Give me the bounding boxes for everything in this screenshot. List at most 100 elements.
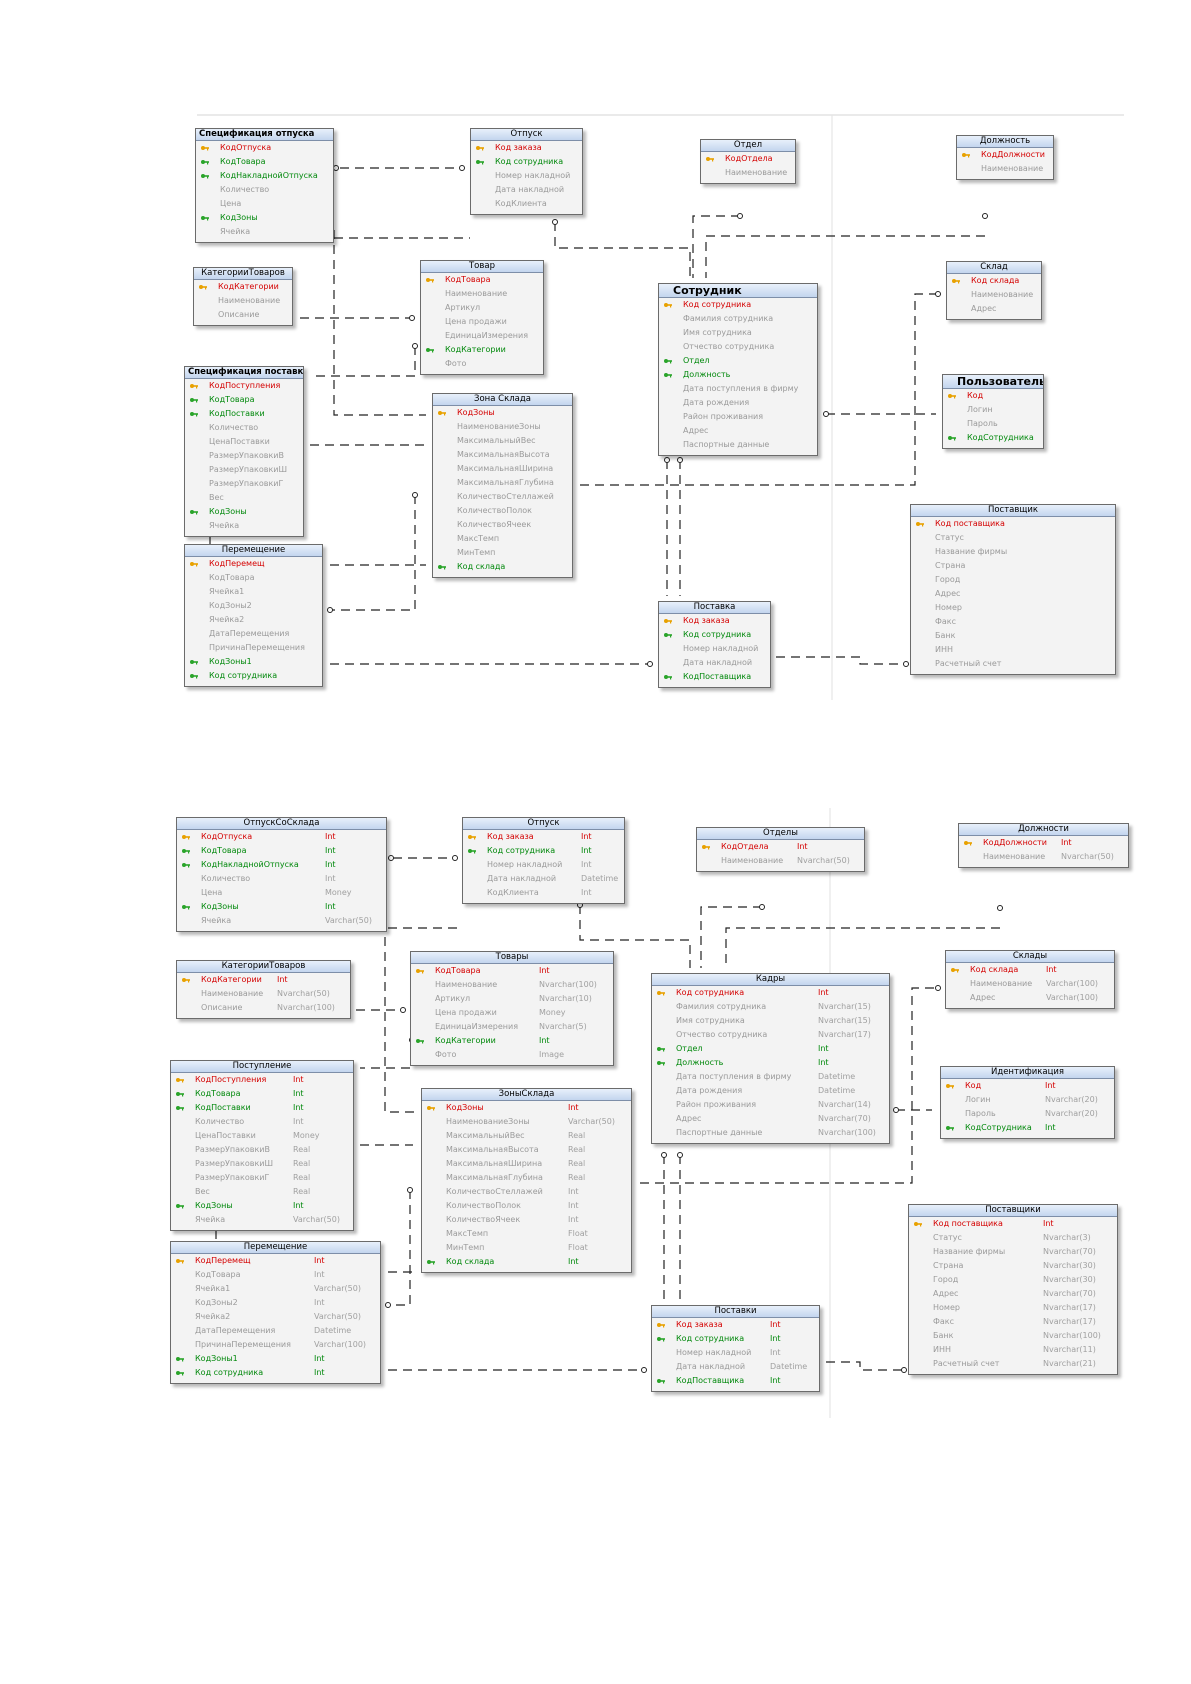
field-name: КодЗоны2 <box>209 601 252 610</box>
field-type: Int <box>568 1187 579 1196</box>
field-name: Номер <box>933 1303 960 1312</box>
table-field: Адрес <box>911 587 1115 601</box>
table-field: КодТовара <box>421 273 543 287</box>
field-name: КоличествоПолок <box>457 506 532 515</box>
field-type: Nvarchar(10) <box>539 994 592 1003</box>
field-type: Float <box>568 1243 588 1252</box>
field-type: Nvarchar(100) <box>277 1003 335 1012</box>
field-name: КодПоставки <box>209 409 265 418</box>
field-name: Район проживания <box>676 1100 757 1109</box>
field-name: Расчетный счет <box>935 659 1002 668</box>
table-field: КодЗоны <box>185 505 303 519</box>
key-icon <box>199 285 207 290</box>
field-name: КодТовара <box>195 1270 241 1279</box>
field-name: КодЗоны1 <box>195 1354 238 1363</box>
key-icon <box>468 849 476 854</box>
field-type: Nvarchar(15) <box>818 1002 871 1011</box>
field-name: КодСотрудника <box>967 433 1034 442</box>
field-name: Адрес <box>935 589 961 598</box>
key-icon <box>702 845 710 850</box>
field-name: ДатаПеремещения <box>195 1326 276 1335</box>
key-icon <box>182 863 190 868</box>
field-name: Код заказа <box>676 1320 723 1329</box>
field-name: Код сотрудника <box>487 846 556 855</box>
field-name: Код заказа <box>487 832 534 841</box>
table-field: Код сотрудника <box>185 669 322 683</box>
key-icon <box>176 1371 184 1376</box>
table-field: Цена продажи <box>421 315 543 329</box>
table-field: Код сотрудника <box>659 628 770 642</box>
field-name: Город <box>933 1275 959 1284</box>
key-icon <box>182 835 190 840</box>
field-name: КодЗоны2 <box>195 1298 238 1307</box>
field-type: Nvarchar(20) <box>1045 1109 1098 1118</box>
table-field: КодЗоны1 <box>185 655 322 669</box>
table-field: КодТовара <box>185 393 303 407</box>
field-type: Real <box>293 1159 311 1168</box>
key-icon <box>190 384 198 389</box>
field-name: ЕдиницаИзмерения <box>445 331 528 340</box>
field-type: Int <box>581 832 592 841</box>
field-type: Datetime <box>818 1072 856 1081</box>
field-name: Наименование <box>981 164 1044 173</box>
table-field: Фото <box>421 357 543 371</box>
field-name: Ячейка2 <box>209 615 245 624</box>
field-name: Код сотрудника <box>209 671 278 680</box>
table-field: ЦенаПоставки <box>185 435 303 449</box>
table-field: РазмерУпаковкиШ <box>185 463 303 477</box>
key-icon <box>190 510 198 515</box>
table-field: МаксТемп <box>433 532 572 546</box>
field-name: Код сотрудника <box>495 157 564 166</box>
key-icon <box>416 969 424 974</box>
field-name: Дата поступления в фирму <box>676 1072 792 1081</box>
table-field: РазмерУпаковкиВ <box>185 449 303 463</box>
field-name: Код поставщика <box>933 1219 1003 1228</box>
table-field: ЕдиницаИзмерения <box>421 329 543 343</box>
field-type: Int <box>770 1320 781 1329</box>
field-name: Статус <box>935 533 964 542</box>
field-name: МаксимальнаяШирина <box>446 1159 543 1168</box>
table-field: КодПоставщика <box>659 670 770 684</box>
table-title: Поставки <box>652 1306 819 1318</box>
table-field: Артикул <box>421 301 543 315</box>
table-title: Идентификация <box>941 1067 1114 1079</box>
table-field: Наименование <box>957 162 1053 176</box>
field-name: МаксимальнаяВысота <box>446 1145 539 1154</box>
